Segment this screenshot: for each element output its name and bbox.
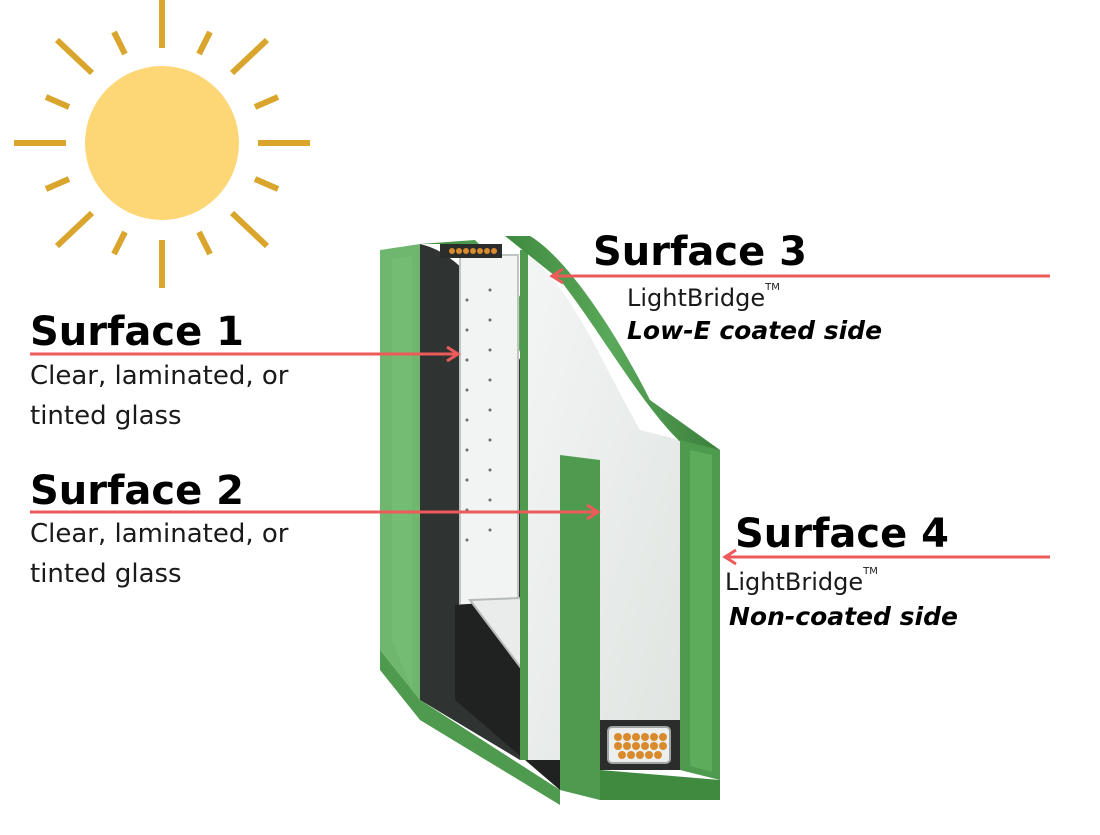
surface-2-title: Surface 2 <box>30 468 245 514</box>
middle-pane-edge <box>560 455 600 800</box>
surface-1-desc-line-2: tinted glass <box>30 401 182 431</box>
sun-disc <box>85 66 239 220</box>
surface-4-title: Surface 4 <box>735 511 950 557</box>
surface-3-trademark: TM <box>765 282 780 293</box>
surface-4-arrowhead <box>722 548 737 566</box>
surface-4-product-name: LightBridge <box>725 568 864 596</box>
surface-3-coating: Low-E coated side <box>627 316 883 345</box>
surface-4-coating: Non-coated side <box>729 602 958 631</box>
surface-1-desc-line-1: Clear, laminated, or <box>30 361 289 391</box>
surface-3-arrowhead <box>549 267 564 285</box>
surface-4-product: LightBridgeTM <box>725 566 878 596</box>
leader-arrows <box>30 267 1050 566</box>
surface-2-desc-line-1: Clear, laminated, or <box>30 519 289 549</box>
surface-3-product-name: LightBridge <box>627 284 766 312</box>
surface-2-arrowhead <box>586 503 601 521</box>
spacer-vertical <box>459 254 519 606</box>
surface-1-title: Surface 1 <box>30 309 245 355</box>
surface-1-arrowhead <box>446 345 461 363</box>
inner-pane-top-edge <box>505 236 720 450</box>
surface-3-title: Surface 3 <box>593 229 808 275</box>
surface-4-trademark: TM <box>863 566 878 577</box>
desiccant-top <box>449 248 497 254</box>
sun-icon <box>14 0 310 288</box>
sun-rays <box>14 0 310 288</box>
surface-3-product: LightBridgeTM <box>627 282 780 312</box>
desiccant-bottom <box>614 733 667 759</box>
insulated-glass-unit <box>380 236 720 805</box>
surface-2-desc-line-2: tinted glass <box>30 559 182 589</box>
